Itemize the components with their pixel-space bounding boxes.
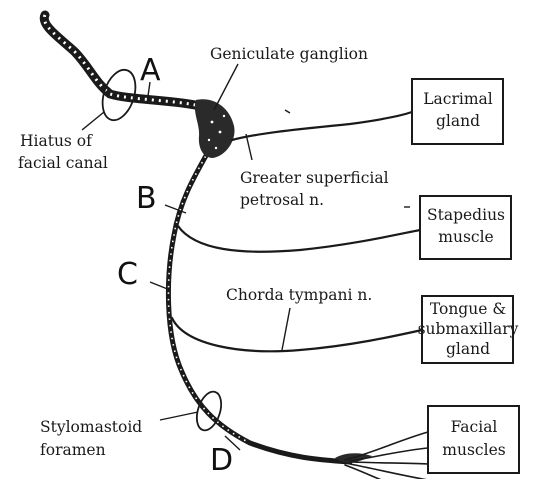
letter-c: C [117, 257, 138, 292]
facial-label-1: Facial [451, 418, 498, 436]
lacrimal-label-1: Lacrimal [423, 90, 493, 108]
hiatus-label-2: facial canal [18, 154, 108, 172]
lacrimal-gland-box: Lacrimal gland [412, 79, 503, 144]
facial-nerve-trunk [44, 15, 350, 462]
chorda-label: Chorda tympani n. [226, 286, 372, 304]
gsp-label-2: petrosal n. [240, 191, 324, 209]
stylomastoid-leader [160, 412, 198, 420]
chorda-tympani-branch [172, 318, 422, 351]
stapedius-label-1: Stapedius [427, 206, 505, 224]
letter-b: B [136, 181, 157, 216]
tongue-label-3: gland [446, 340, 490, 358]
lacrimal-label-2: gland [436, 112, 480, 130]
stray-mark [285, 110, 290, 113]
facial-muscle-fan [335, 432, 428, 479]
facial-muscles-box: Facial muscles [428, 406, 519, 473]
tongue-label-1: Tongue & [430, 300, 506, 318]
geniculate-label: Geniculate ganglion [210, 45, 368, 63]
stapedius-muscle-box: Stapedius muscle [420, 196, 511, 259]
geniculate-leader [214, 64, 238, 110]
chorda-leader [282, 308, 290, 350]
gsp-label-1: Greater superficial [240, 169, 389, 187]
stapedius-label-2: muscle [438, 228, 493, 246]
facial-label-2: muscles [442, 441, 505, 459]
letter-a: A [140, 53, 161, 88]
stapedius-branch [178, 226, 420, 252]
stylo-label-2: foramen [40, 441, 106, 459]
hiatus-label-1: Hiatus of [20, 132, 93, 150]
letter-d: D [210, 443, 233, 478]
greater-petrosal-branch [232, 112, 412, 140]
gsp-leader [246, 134, 252, 160]
tongue-label-2: submaxillary [418, 320, 519, 338]
stylo-label-1: Stylomastoid [40, 418, 142, 436]
tongue-gland-box: Tongue & submaxillary gland [418, 296, 519, 363]
hiatus-leader [82, 112, 104, 130]
